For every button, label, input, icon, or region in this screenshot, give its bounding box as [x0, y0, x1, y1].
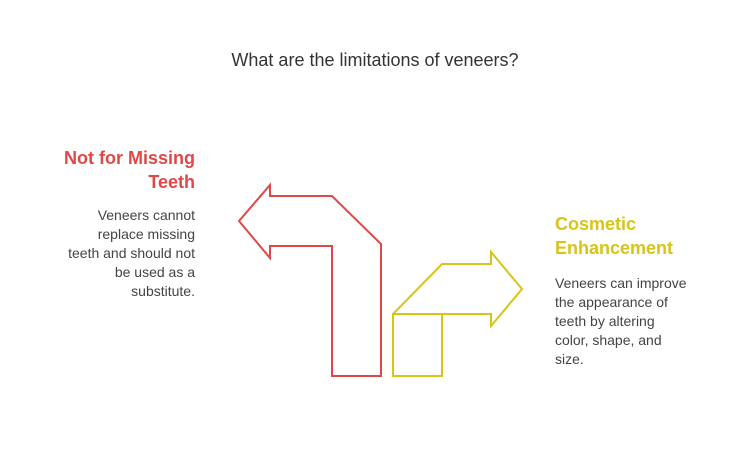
desc-left-line: Veneers cannot [97, 207, 195, 223]
heading-not-for-missing-teeth: Not for Missing Teeth [5, 146, 195, 194]
desc-right-line: teeth by altering [555, 313, 655, 329]
diagram-title: What are the limitations of veneers? [231, 50, 519, 70]
desc-right-line: the appearance of [555, 294, 668, 310]
desc-left-line: substitute. [131, 283, 195, 299]
heading-left-line1: Not for Missing [64, 148, 195, 168]
heading-cosmetic-enhancement: Cosmetic Enhancement [555, 212, 745, 260]
desc-left-line: teeth and should not [68, 245, 195, 261]
arrow-left-icon [237, 182, 382, 377]
desc-right-line: Veneers can improve [555, 275, 687, 291]
heading-right-line1: Cosmetic [555, 214, 637, 234]
heading-left-line2: Teeth [148, 172, 195, 192]
arrow-right-icon [392, 249, 524, 377]
desc-left-line: be used as a [114, 264, 195, 280]
description-cosmetic-enhancement: Veneers can improve the appearance of te… [555, 274, 715, 369]
description-not-for-missing-teeth: Veneers cannot replace missing teeth and… [35, 206, 195, 301]
heading-right-line2: Enhancement [555, 238, 674, 258]
desc-right-line: size. [555, 351, 584, 367]
desc-left-line: replace missing [97, 226, 195, 242]
desc-right-line: color, shape, and [555, 332, 662, 348]
